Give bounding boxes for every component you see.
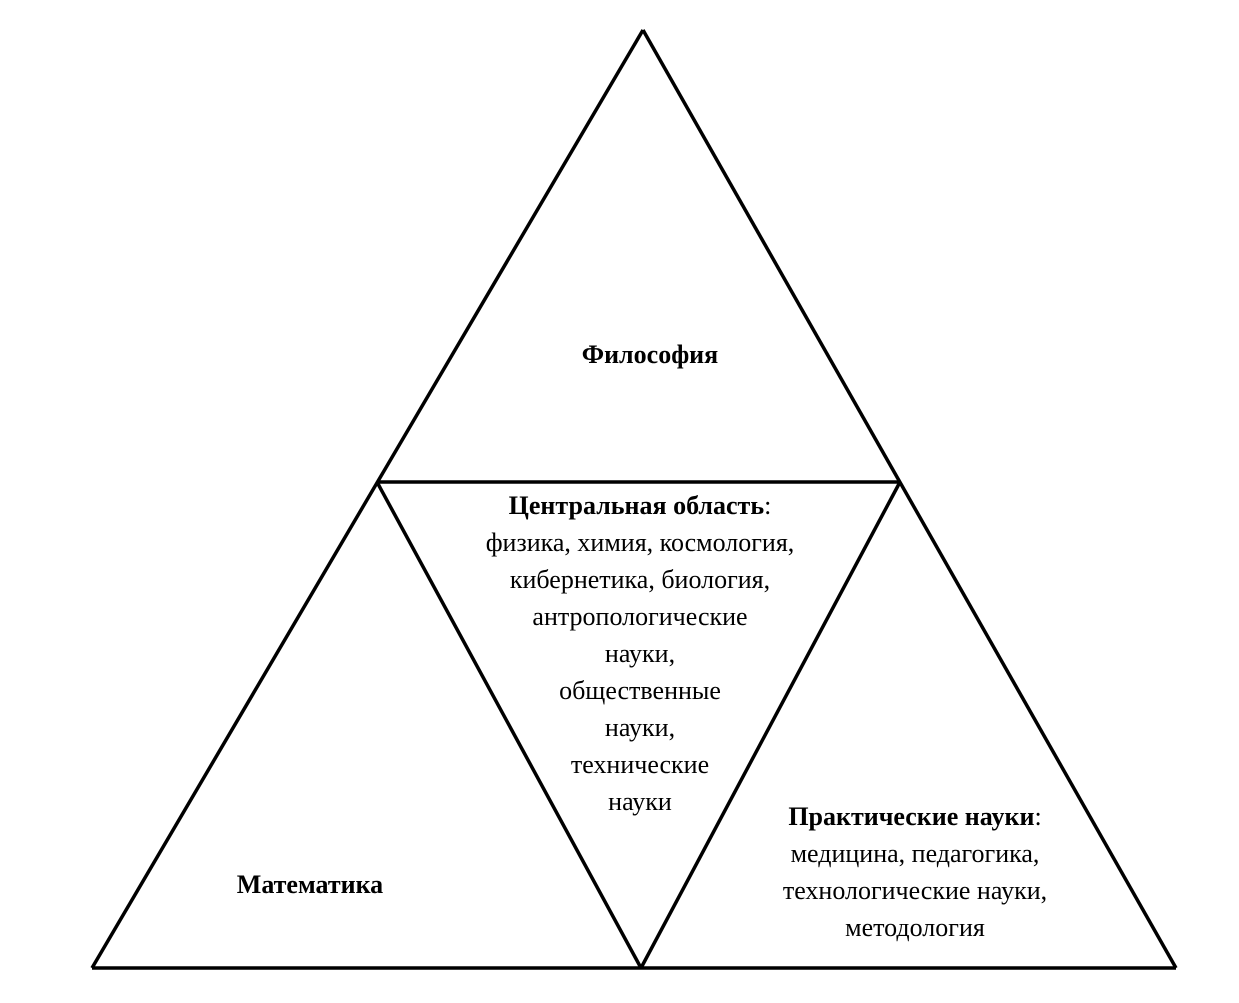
practical-sciences-colon: : xyxy=(1034,802,1042,831)
mathematics-title: Математика xyxy=(236,870,384,899)
mathematics-label: Математика xyxy=(170,866,450,903)
practical-sciences-line: технологические науки, xyxy=(782,876,1048,905)
practical-sciences-title: Практические науки xyxy=(788,802,1035,831)
central-area-line: антропологические xyxy=(532,602,748,631)
inner-edge-left xyxy=(375,481,643,969)
practical-sciences-heading: Практические науки: xyxy=(705,798,1125,835)
central-area-line: общественные xyxy=(559,676,721,705)
inner-edge-right xyxy=(639,481,902,969)
philosophy-title: Философия xyxy=(581,340,719,369)
central-area-title: Центральная область xyxy=(508,491,765,520)
central-area-line: науки, xyxy=(604,639,676,668)
central-area-line: науки, xyxy=(604,713,676,742)
outer-edge-left xyxy=(90,29,645,969)
practical-sciences-label: Практические науки: медицина, педагогика… xyxy=(705,798,1125,946)
outer-edge-right xyxy=(641,29,1178,969)
practical-sciences-line: методология xyxy=(845,913,985,942)
practical-sciences-line: медицина, педагогика, xyxy=(790,839,1040,868)
central-area-label: Центральная область: физика, химия, косм… xyxy=(400,487,880,820)
central-area-line: физика, химия, космология, xyxy=(485,528,795,557)
central-area-line: кибернетика, биология, xyxy=(509,565,771,594)
central-area-colon: : xyxy=(764,491,772,520)
central-area-line: технические xyxy=(570,750,710,779)
philosophy-label: Философия xyxy=(490,336,810,373)
central-area-heading: Центральная область: xyxy=(400,487,880,524)
central-area-line: науки xyxy=(608,787,672,816)
